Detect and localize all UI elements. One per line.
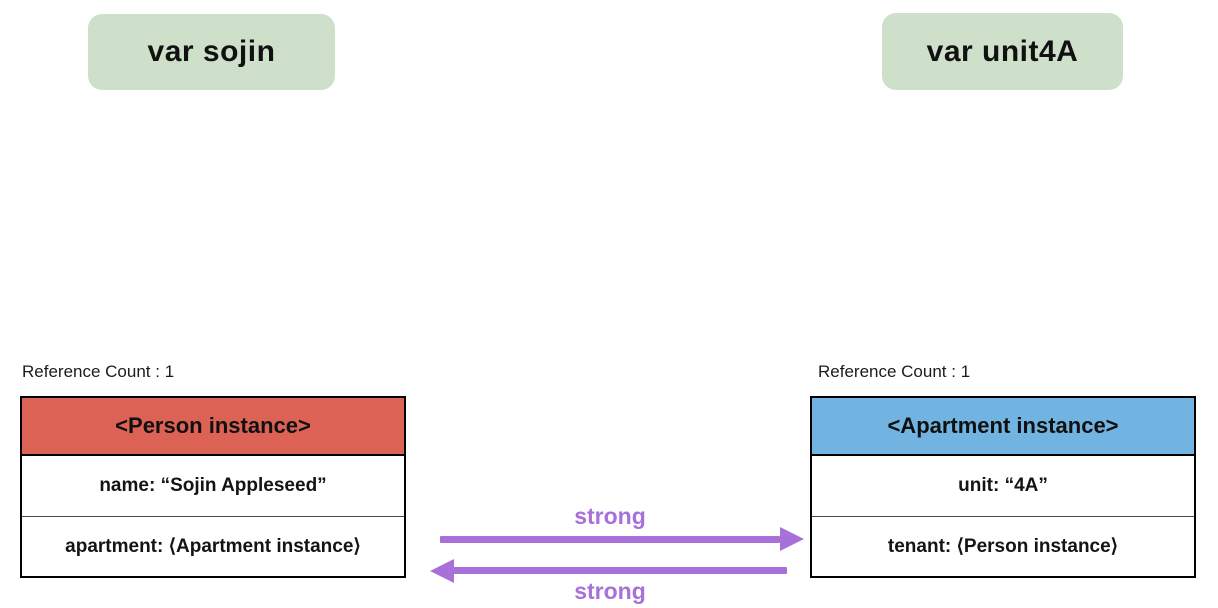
variable-box-unit4a: var unit4A <box>882 13 1123 90</box>
person-instance-header: <Person instance> <box>22 398 404 456</box>
arrow-right-icon <box>780 527 804 551</box>
table-row-apartment-unit: unit: “4A” <box>812 456 1194 516</box>
apartment-instance-header: <Apartment instance> <box>812 398 1194 456</box>
person-instance-table: <Person instance> name: “Sojin Appleseed… <box>20 396 406 578</box>
reference-count-label-apartment: Reference Count : 1 <box>818 362 971 381</box>
arrow-left-icon <box>430 559 454 583</box>
apartment-instance-table: <Apartment instance> unit: “4A” tenant: … <box>810 396 1196 578</box>
table-row-apartment-tenant: tenant: ⟨Person instance⟩ <box>812 516 1194 576</box>
variable-box-sojin-label: var sojin <box>147 35 276 68</box>
reference-count-label-person: Reference Count : 1 <box>22 362 175 381</box>
table-row-person-apartment: apartment: ⟨Apartment instance⟩ <box>22 516 404 576</box>
strong-arrow-left-shaft <box>453 567 787 574</box>
strong-reference-label-bottom: strong <box>574 578 646 604</box>
strong-arrow-right-shaft <box>440 536 780 543</box>
variable-box-unit4a-label: var unit4A <box>926 34 1079 68</box>
strong-reference-label-top: strong <box>574 503 646 529</box>
variable-box-sojin: var sojin <box>88 14 335 90</box>
table-row-person-name: name: “Sojin Appleseed” <box>22 456 404 516</box>
